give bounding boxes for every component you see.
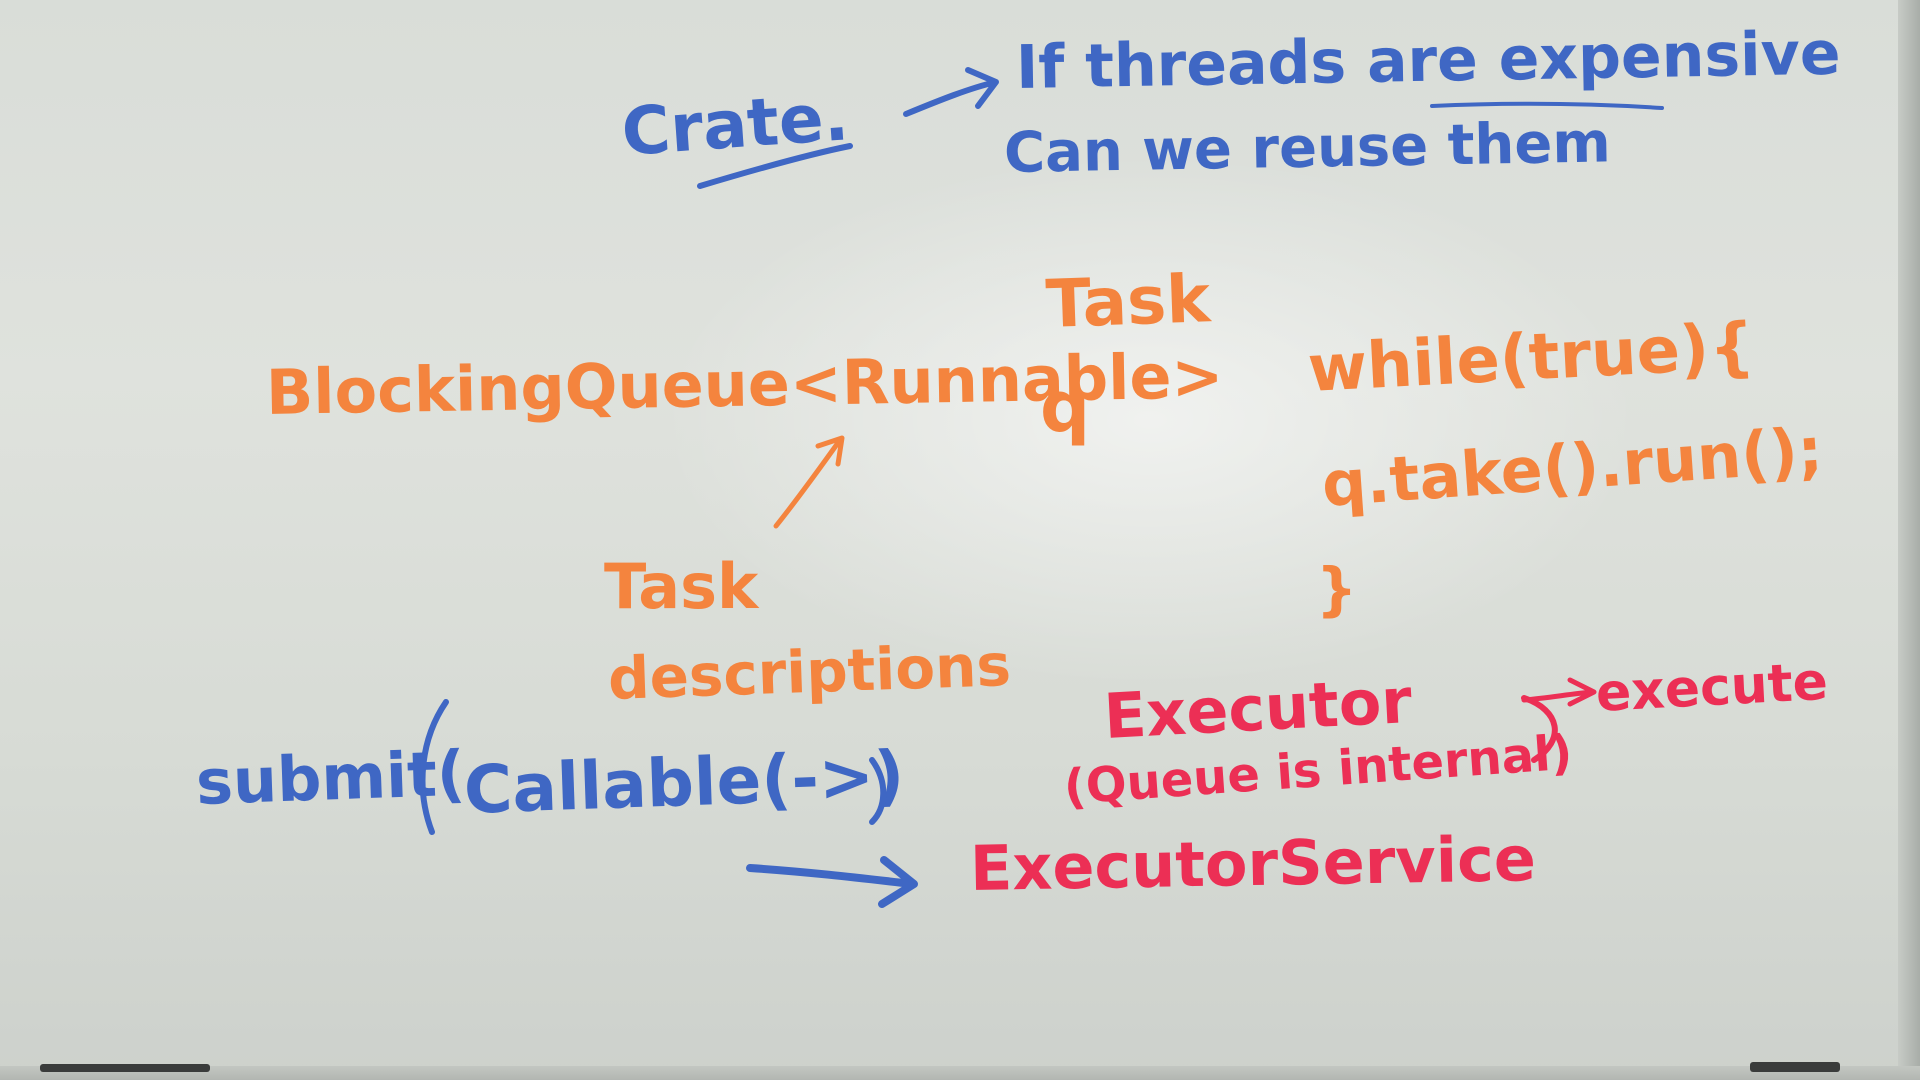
note-close-brace: } [1316,555,1358,623]
executor-service-arrow-icon [746,856,918,908]
execute-arrow-icon [1521,677,1597,707]
submit-paren [419,699,449,835]
task-to-queue-arrow-icon [773,435,845,529]
note-q: q [1040,366,1091,448]
create-arrow-icon [903,67,999,117]
marker-left [40,1064,210,1072]
note-task-desc-1: Task [604,550,759,623]
marker-tray [0,1066,1920,1080]
callable-paren [869,757,887,825]
expensive-underline [1430,101,1664,110]
marker-right [1750,1062,1840,1072]
create-underline [697,143,853,189]
execute-brace [1521,695,1558,763]
whiteboard-frame [1898,0,1920,1080]
